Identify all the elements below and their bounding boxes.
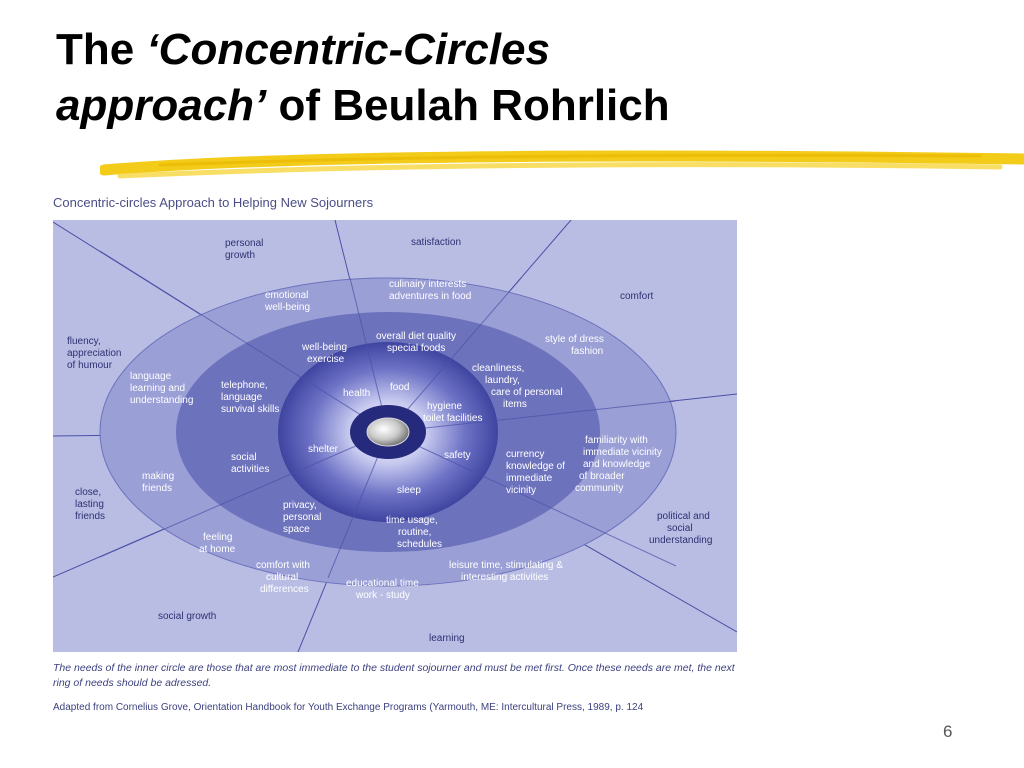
label-satisfaction: satisfaction [411,237,461,248]
label-time-usage: time usage,routine,schedules [386,515,442,550]
label-social-growth: social growth [158,611,216,622]
label-safety: safety [444,450,471,461]
label-shelter: shelter [308,444,339,455]
core-center [366,417,410,447]
figure-title: Concentric-circles Approach to Helping N… [53,195,374,210]
label-leisure-time: leisure time, stimulating &interesting a… [449,560,563,583]
label-comfort: comfort [620,291,654,302]
label-food: food [390,382,409,393]
page-number: 6 [943,722,953,741]
concentric-circles-figure: Concentric-circles Approach to Helping N… [53,195,743,725]
label-learning: learning [429,633,465,644]
label-sleep: sleep [397,485,421,496]
figure-source: Adapted from Cornelius Grove, Orientatio… [53,702,644,713]
title-highlight-stroke [100,150,1024,179]
figure-caption: The needs of the inner circle are those … [53,662,735,689]
label-health: health [343,388,370,399]
inner-sector-lines [99,250,677,579]
